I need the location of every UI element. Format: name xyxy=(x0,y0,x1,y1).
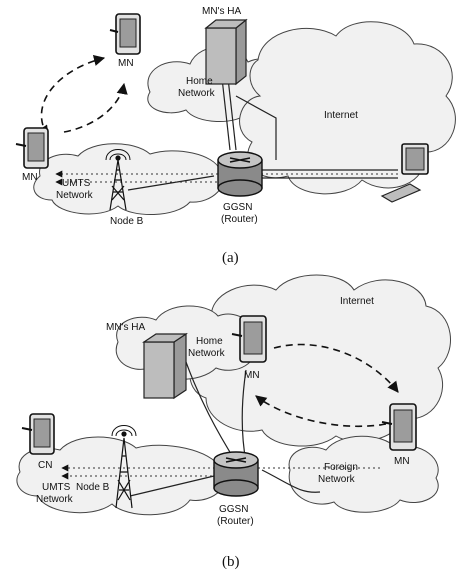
node-b-tower-b xyxy=(111,425,137,509)
label-mn-right: MN xyxy=(394,456,410,467)
label-umts-b-1: UMTS xyxy=(42,482,71,493)
label-node-b: Node B xyxy=(110,216,144,227)
label-internet-b: Internet xyxy=(340,296,374,307)
label-ggsn-b-2: (Router) xyxy=(217,516,254,527)
wire-ha-router xyxy=(227,77,237,151)
mobility-arrow xyxy=(37,55,106,137)
node-b-tower xyxy=(105,149,131,211)
wire-ha-router-2 xyxy=(221,77,231,151)
label-mn-top: MN xyxy=(118,58,134,69)
label-mn-left: MN xyxy=(22,172,38,183)
label-ha-b: MN's HA xyxy=(106,322,145,333)
mn-mid-device xyxy=(231,315,267,363)
label-ggsn-b-1: GGSN xyxy=(219,504,248,515)
panel-a: MN MN MN's HA Home Network Internet UMTS… xyxy=(15,6,456,266)
label-umts-b-2: Network xyxy=(36,494,74,505)
wire-node-router xyxy=(127,175,215,191)
foreign-network-cloud xyxy=(288,435,439,513)
label-home-network-b-1: Home xyxy=(196,336,223,347)
mn-top-device xyxy=(109,13,141,55)
wire-node-router-b xyxy=(129,475,215,497)
mobility-arrow-inner xyxy=(63,82,128,133)
label-node-b-b: Node B xyxy=(76,482,110,493)
label-umts-2: Network xyxy=(56,190,94,201)
wire-router-internet xyxy=(235,95,277,160)
label-umts-1: UMTS xyxy=(62,178,91,189)
label-ha: MN's HA xyxy=(202,6,241,17)
ha-server xyxy=(204,18,248,86)
caption-b: (b) xyxy=(222,554,240,570)
label-internet: Internet xyxy=(324,110,358,121)
pc-device xyxy=(380,143,429,203)
label-home-network-b-2: Network xyxy=(188,348,226,359)
label-foreign-2: Network xyxy=(318,474,356,485)
wire-router-foreign-b xyxy=(261,469,321,493)
ggsn-router xyxy=(217,151,263,197)
label-mn-mid: MN xyxy=(244,370,260,381)
cn-device xyxy=(21,413,55,455)
mn-left-device xyxy=(15,127,49,169)
label-home-network-1: Home xyxy=(186,76,213,87)
mobility-arrow-b-back xyxy=(255,395,387,428)
caption-a: (a) xyxy=(222,250,239,266)
mn-right-device xyxy=(381,403,417,451)
ggsn-router-b xyxy=(213,451,259,497)
label-foreign-1: Foreign xyxy=(324,462,358,473)
label-ggsn-1: GGSN xyxy=(223,202,252,213)
mobility-arrow-b xyxy=(273,343,399,393)
label-ggsn-2: (Router) xyxy=(221,214,258,225)
ha-server-b xyxy=(142,332,188,400)
panel-b: MN's HA Home Network Internet MN MN CN U… xyxy=(16,274,451,570)
label-cn: CN xyxy=(38,460,52,471)
label-home-network-2: Network xyxy=(178,88,216,99)
